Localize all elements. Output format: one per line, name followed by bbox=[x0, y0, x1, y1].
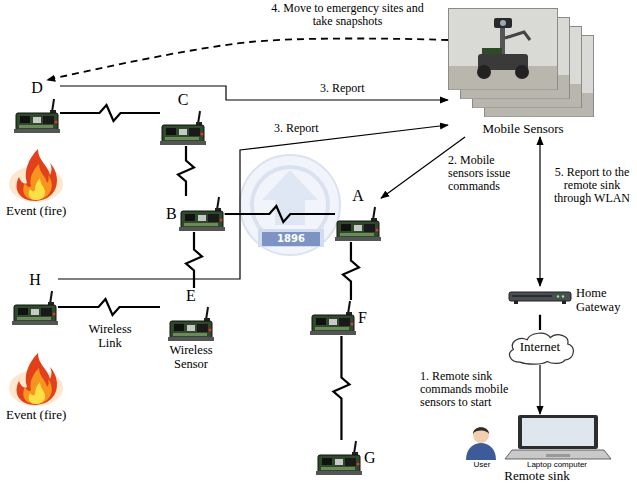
wireless-link bbox=[186, 232, 202, 288]
node-label: Event (fire) bbox=[6, 204, 66, 219]
sensor-picture bbox=[12, 290, 58, 326]
sensor-graphic bbox=[160, 111, 206, 145]
wireless-link bbox=[539, 315, 541, 330]
sensor-graphic bbox=[310, 301, 356, 335]
sensor-node: D bbox=[14, 80, 60, 134]
node-label: E bbox=[186, 288, 196, 304]
node-label: User bbox=[462, 460, 502, 469]
remote-sink: UserLaptop computerRemote sink bbox=[462, 414, 612, 484]
sensor-picture bbox=[316, 440, 362, 476]
edge-label: 4. Move to emergency sites and take snap… bbox=[258, 2, 437, 28]
wireless-link bbox=[58, 299, 160, 315]
node-label: Event (fire) bbox=[6, 408, 66, 423]
event-fire: Event (fire) bbox=[6, 350, 66, 423]
sink-graphic bbox=[466, 415, 611, 460]
fire-graphic bbox=[9, 353, 63, 406]
mobile-sensors: Mobile Sensors bbox=[448, 8, 598, 137]
sensor-picture bbox=[310, 300, 356, 336]
node-label: Wireless Sensor bbox=[160, 344, 222, 372]
sink-picture bbox=[462, 414, 612, 460]
mobile-picture bbox=[448, 8, 598, 120]
edge-label: 3. Report bbox=[272, 122, 321, 135]
node-label: C bbox=[178, 92, 189, 108]
sensor-graphic bbox=[12, 291, 58, 325]
wireless-link bbox=[343, 242, 359, 300]
sensor-picture bbox=[14, 98, 60, 134]
edge-label: 2. Mobile sensors issue commands bbox=[446, 154, 534, 194]
sensor-picture bbox=[179, 196, 225, 232]
sensor-node: G bbox=[316, 440, 376, 476]
mobile-graphic bbox=[449, 9, 594, 117]
gateway-picture bbox=[508, 289, 572, 305]
node-label: Internet bbox=[520, 340, 560, 355]
sensor-picture bbox=[160, 110, 206, 146]
watermark-emblem bbox=[240, 155, 340, 255]
wireless-link bbox=[178, 146, 194, 196]
sensor-picture bbox=[168, 306, 214, 342]
sensor-node: C bbox=[160, 92, 206, 146]
node-label: H bbox=[29, 272, 41, 288]
sensor-graphic bbox=[316, 441, 362, 475]
sensor-graphic bbox=[179, 197, 225, 231]
node-label: Home Gateway bbox=[576, 286, 632, 315]
internet-cloud: Internet bbox=[504, 330, 576, 365]
fire-graphic bbox=[9, 149, 63, 202]
sensor-node: E Wireless Sensor bbox=[160, 288, 222, 372]
sensor-node: F bbox=[310, 300, 367, 336]
connector-arrow bbox=[58, 125, 448, 279]
node-label: Laptop computer bbox=[502, 460, 612, 469]
node-label: Mobile Sensors bbox=[482, 122, 563, 137]
gateway-graphic bbox=[509, 292, 571, 304]
sensor-node: H bbox=[12, 272, 58, 326]
node-label: G bbox=[364, 450, 376, 466]
node-label: Remote sink bbox=[462, 469, 612, 484]
node-label: D bbox=[31, 80, 43, 96]
wireless-link bbox=[60, 105, 160, 121]
cloud-graphic bbox=[509, 333, 573, 364]
connector-arrow bbox=[539, 137, 540, 286]
home-gateway: Home Gateway bbox=[508, 286, 632, 315]
wireless-link bbox=[333, 336, 349, 440]
connector-arrow bbox=[60, 86, 448, 100]
sensor-graphic bbox=[168, 307, 214, 341]
watermark-text: 1896 bbox=[262, 232, 320, 246]
sensor-picture bbox=[335, 206, 381, 242]
sensor-node: B bbox=[166, 196, 225, 232]
edge-label: 5. Report to the remote sink through WLA… bbox=[548, 166, 636, 206]
sensor-graphic bbox=[14, 99, 60, 133]
sensor-graphic bbox=[335, 207, 381, 241]
wireless-link bbox=[225, 206, 335, 222]
node-label: B bbox=[166, 206, 177, 222]
connector-arrow bbox=[47, 38, 448, 80]
fire-picture bbox=[8, 146, 64, 202]
fire-picture bbox=[8, 350, 64, 406]
connector-arrow bbox=[539, 365, 540, 414]
node-label: F bbox=[358, 310, 367, 326]
annotation-label: Wireless Link bbox=[80, 322, 140, 351]
node-label: A bbox=[352, 188, 364, 204]
event-fire: Event (fire) bbox=[6, 146, 66, 219]
edge-label: 1. Remote sink commands mobile sensors t… bbox=[418, 370, 536, 410]
sensor-node: A bbox=[335, 188, 381, 242]
edge-label: 3. Report bbox=[318, 82, 367, 95]
